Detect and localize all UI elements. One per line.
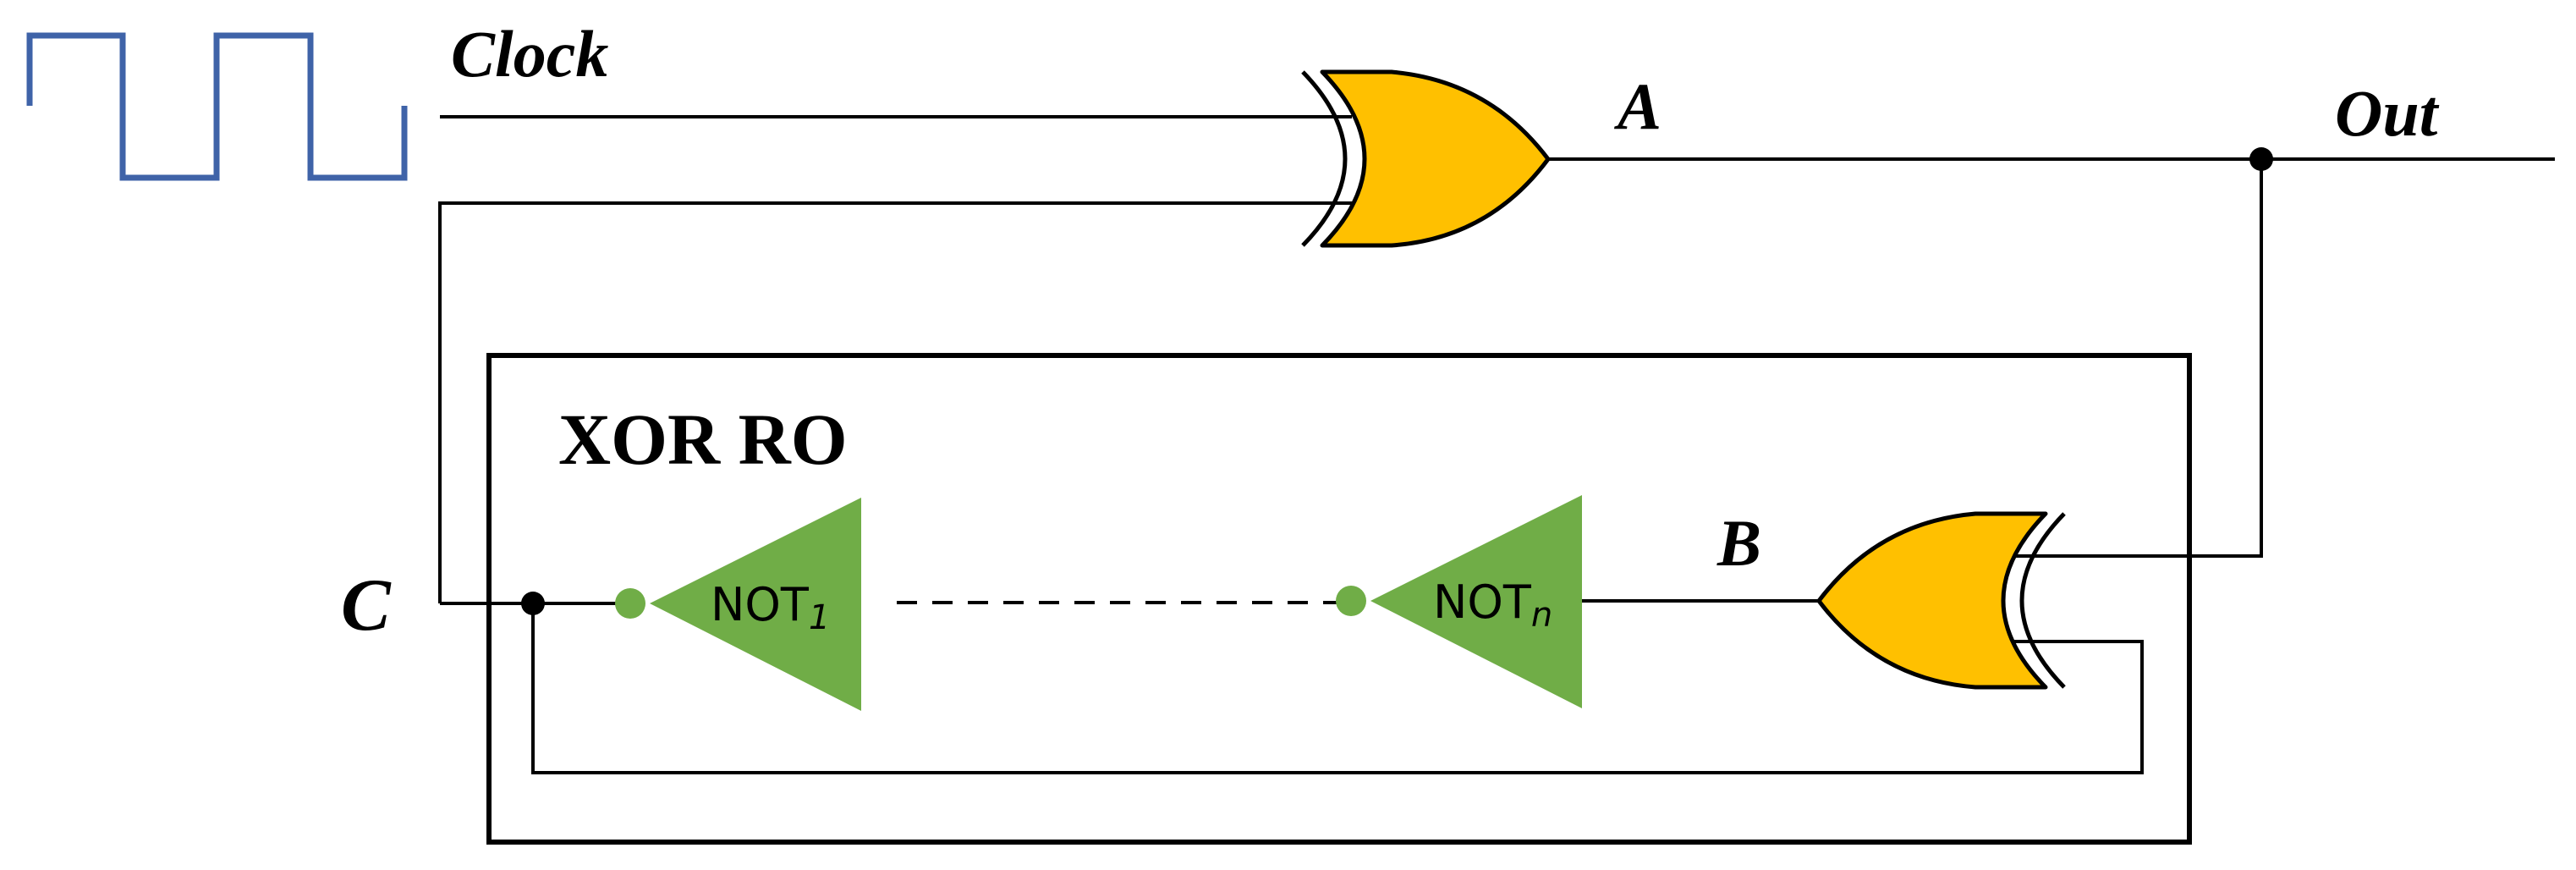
not-gate-n-label: NOTn xyxy=(1433,575,1552,635)
a-label: A xyxy=(1613,69,1661,143)
not-gate-1-label-subscript: 1 xyxy=(809,598,830,637)
clock-waveform xyxy=(26,32,408,181)
not-gate-1-label-base: NOT xyxy=(711,578,810,631)
out-junction-dot xyxy=(2249,147,2273,171)
not-gate-1-body xyxy=(650,498,861,711)
not-gate-n-body xyxy=(1370,495,1582,708)
b-label: B xyxy=(1716,506,1761,580)
not-gate-1-bubble xyxy=(615,588,645,619)
not-gate-1-label: NOT1 xyxy=(711,578,830,637)
c-label: C xyxy=(341,564,392,647)
xor-gate-a-input-arc xyxy=(1301,70,1348,247)
not-gate-n: NOTn xyxy=(1336,495,1582,708)
xor-gate-b-body xyxy=(1816,511,2048,690)
xor-ro-title: XOR RO xyxy=(558,399,848,480)
inner-feedback-loop-wire xyxy=(531,603,2144,774)
not-gate-n-label-subscript: n xyxy=(1531,596,1552,635)
xor-ro-box xyxy=(486,353,2192,845)
xor-gate-b-input-arc xyxy=(2019,512,2066,689)
out-label: Out xyxy=(2335,76,2440,150)
xor-gate-a-body xyxy=(1320,69,1551,248)
out-to-xor-ro-wire xyxy=(2098,159,2263,558)
xor-gate-b xyxy=(1816,511,2066,690)
not-gate-n-bubble xyxy=(1336,586,1366,616)
not-gate-n-label-base: NOT xyxy=(1433,575,1532,629)
not-gate-1: NOT1 xyxy=(615,498,861,711)
clock-label: Clock xyxy=(451,17,608,91)
xor-gate-a xyxy=(1301,69,1551,248)
feedback-wire-c-to-a xyxy=(438,201,1352,603)
